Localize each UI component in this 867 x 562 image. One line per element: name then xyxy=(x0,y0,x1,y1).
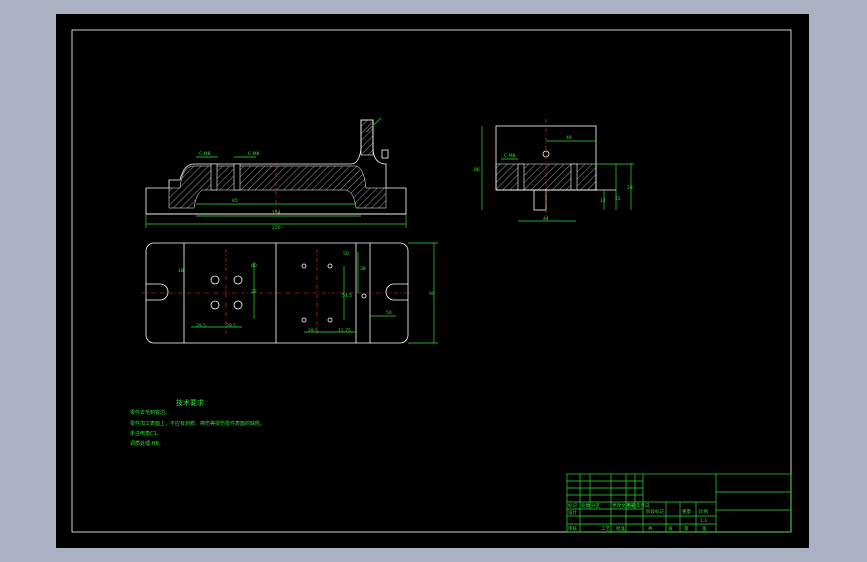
dim-cm8-left: C-M8 xyxy=(199,151,211,157)
technical-requirements: 技术要求 零件去毛刺锐边。 零件加工表面上，不应有划痕、擦伤等损伤零件表面的缺陷… xyxy=(130,398,265,447)
tb-signature: 签名 xyxy=(627,502,636,509)
tech-note-2: 零件加工表面上，不应有划痕、擦伤等损伤零件表面的缺陷。 xyxy=(130,420,265,427)
dim-80: 80 xyxy=(251,263,257,269)
tb-date: 年月日 xyxy=(636,502,650,509)
tb-stage: 阶段标记 xyxy=(646,508,664,515)
dim-38: 38 xyxy=(360,266,366,272)
side-view: 49 C-M8 86 28 12 22 44 xyxy=(474,119,634,222)
tech-title: 技术要求 xyxy=(176,398,204,407)
dim-90: 90 xyxy=(429,291,435,297)
dim-18: 18 xyxy=(178,268,184,274)
dim-side-cm8: C-M8 xyxy=(504,153,516,159)
tb-scale-label: 比例 xyxy=(699,508,708,515)
outer-border xyxy=(71,29,792,533)
tb-sheets-b: 张 xyxy=(702,525,707,532)
dim-54-5: 54.5 xyxy=(342,293,352,299)
title-block: 标记 处数 分区 更改文件号 签名 年月日 设计 审核 工艺 批准 阶段标记 重… xyxy=(566,473,792,533)
dim-85: 85 xyxy=(232,198,238,204)
tb-scale: 1:1 xyxy=(700,518,707,524)
front-view: C-M8 C-M8 85 154 220 xyxy=(145,117,407,231)
dim-49: 49 xyxy=(566,135,572,141)
dim-50: 50 xyxy=(343,251,349,257)
tb-total: 共 xyxy=(648,525,653,532)
tb-design: 设计 xyxy=(568,509,577,516)
dim-220: 220 xyxy=(272,225,281,231)
tech-note-4: 调质处理 HB。 xyxy=(130,440,164,447)
drawing-sheet: C-M8 C-M8 85 154 220 49 C-M8 86 28 12 22… xyxy=(56,14,809,548)
dim-29-5-a: 29.5 xyxy=(196,323,206,329)
tb-approve: 批准 xyxy=(616,525,625,532)
dim-32: 32 xyxy=(251,289,257,295)
dim-29-5-b: 29.5 xyxy=(308,328,318,334)
tb-review: 审核 xyxy=(568,525,577,532)
dim-29-5-c: 29.5 xyxy=(226,323,236,329)
top-view: 50 38 80 18 32 29.5 54.5 29.5 29.5 12.75… xyxy=(142,242,438,344)
dim-22: 22 xyxy=(615,196,621,202)
dim-154: 154 xyxy=(272,210,281,216)
tech-note-3: 未注倒角C1。 xyxy=(130,430,162,437)
dim-12-75: 12.75 xyxy=(338,328,351,334)
tb-process: 工艺 xyxy=(601,526,610,532)
tb-change-doc: 更改文件号 xyxy=(612,502,635,509)
tb-mark: 标记 xyxy=(568,502,577,509)
tb-weight: 重量 xyxy=(682,508,691,515)
dim-cm8-right: C-M8 xyxy=(248,151,260,157)
cad-drawing: C-M8 C-M8 85 154 220 49 C-M8 86 28 12 22… xyxy=(71,29,792,533)
tb-zone: 分区 xyxy=(591,502,600,509)
tech-note-1: 零件去毛刺锐边。 xyxy=(130,409,170,416)
tb-sheets-a: 张 xyxy=(668,525,673,532)
tb-sheet-no: 第 xyxy=(684,525,689,532)
dim-44: 44 xyxy=(543,216,549,222)
tb-count: 处数 xyxy=(581,502,590,509)
dim-86: 86 xyxy=(474,167,480,173)
dim-50-right: 50 xyxy=(386,310,392,316)
dim-28: 28 xyxy=(627,185,633,191)
dim-12: 12 xyxy=(600,198,606,204)
